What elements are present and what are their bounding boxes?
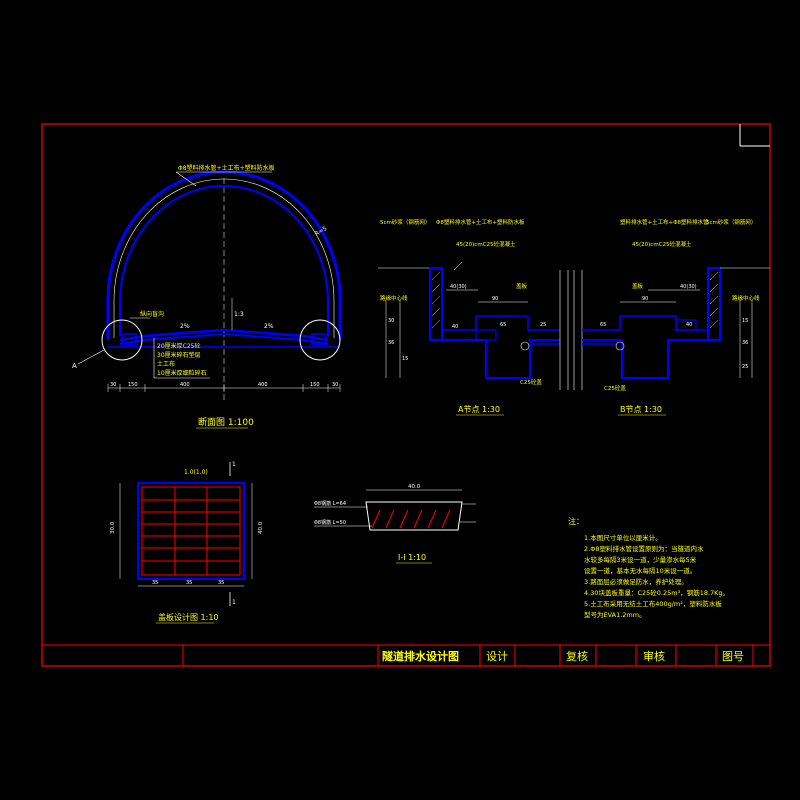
cover-plate-title: 盖板设计图 1:10 (158, 612, 219, 622)
db-dim-6: 15 (742, 318, 748, 324)
center-dim: 1:3 (234, 311, 244, 318)
db-dim-4: 40 (686, 322, 692, 328)
section-radius-label: R=5 (314, 225, 329, 238)
da-dim-3: 40 (452, 324, 458, 330)
cp-dim-1: 35 (152, 580, 158, 586)
da-dim-2: 90 (492, 296, 498, 302)
da-dim-1: 40(30) (450, 284, 467, 290)
title-block-design: 设计 (486, 650, 508, 663)
section-11-title: I-I 1:10 (398, 553, 426, 562)
note-line-5: 3.路面层必须做足防水，养护处理。 (584, 577, 688, 586)
inner-lining (119, 185, 329, 336)
db-dim-3: 65 (600, 322, 606, 328)
dim-b-3: 400 (180, 382, 190, 388)
notes: 注： 1.本图尺寸单位以厘米计。 2.Φ8塑料排水管设置原则为：当隧道内水 水较… (568, 516, 729, 619)
dim-b-4: 400 (258, 382, 268, 388)
notes-heading: 注： (568, 516, 584, 526)
db-dim-7: 25 (742, 364, 748, 370)
title-block: 隧道排水设计图 设计 复核 审核 图号 (382, 649, 744, 663)
detail-label-a: A (72, 362, 77, 370)
note-line-7: 5.土工布采用无纺土工布400g/m²，塑料防水板 (584, 599, 722, 608)
da-dim-5: 36 (388, 340, 394, 346)
db-dim-5: 36 (742, 340, 748, 346)
detail-circle-a (101, 319, 143, 361)
layer-2: 30厘米碎石垫层 (157, 351, 201, 359)
s11-label-b: Φ8钢筋 L=50 (314, 519, 346, 526)
section-mark-top: 1 (232, 461, 236, 468)
tunnel-section: A Φ8塑料排水管+土工布+塑料防水板 R=5 纵向盲沟 20厘米厚C25砼 3… (72, 164, 342, 429)
detail-b-title: B节点 1:30 (620, 405, 662, 414)
da-dim-8: 25 (540, 322, 546, 328)
cp-label-top: 1.0(1.0) (184, 469, 208, 476)
drawing-frame (41, 123, 771, 667)
slope-left: 2% (180, 323, 190, 330)
cp-dim-3: 35 (218, 580, 224, 586)
db-label-3: 45(20)cmC25砼混凝土 (632, 240, 692, 248)
da-label-4: 路缘中心线 (380, 294, 408, 302)
dim-b-5: 150 (310, 382, 320, 388)
da-label-6: C25砼盖 (520, 378, 542, 386)
da-label-1: 5cm砂浆（钢筋网） (380, 218, 430, 226)
note-line-4: 设置一道，基本无水每隔10米设一道。 (584, 566, 696, 575)
note-line-8: 型号为EVA1.2mm。 (584, 610, 646, 619)
detail-a-title: A节点 1:30 (458, 405, 500, 414)
cp-label-right: 40.0 (258, 521, 264, 534)
db-label-4: 盖板 (632, 282, 644, 290)
dim-b-1: 30 (110, 382, 116, 388)
db-label-2: 5cm砂浆（钢筋网） (706, 218, 756, 226)
db-dim-2: 90 (642, 296, 648, 302)
cover-plate: 1 1 1.0(1.0) 30.0 40.0 35 35 35 盖板设计图 1:… (110, 461, 264, 624)
s11-dim-top: 40.0 (408, 484, 421, 490)
cp-dim-2: 35 (186, 580, 192, 586)
detail-a: 5cm砂浆（钢筋网） Φ8塑料排水管+土工布+塑料防水板 45(20)cmC25… (378, 218, 569, 416)
section-title: 断面图 1:100 (198, 416, 254, 428)
drain-note: 纵向盲沟 (140, 310, 164, 318)
da-label-3: 45(20)cmC25砼混凝土 (456, 240, 516, 248)
cp-label-left: 30.0 (110, 521, 116, 534)
db-label-5: 路缘中心线 (732, 294, 760, 302)
layer-4: 10厘米厚细粒碎石 (157, 369, 207, 377)
layer-1: 20厘米厚C25砼 (157, 342, 200, 350)
drawing-title: 隧道排水设计图 (382, 649, 459, 663)
section-top-label: Φ8塑料排水管+土工布+塑料防水板 (178, 164, 275, 172)
title-block-drawing-no: 图号 (722, 650, 744, 663)
title-block-check: 复核 (566, 649, 588, 663)
detail-b: 塑料排水管+土工布+Φ8塑料排水管 5cm砂浆（钢筋网） 45(20)cmC25… (573, 218, 770, 416)
da-label-2: Φ8塑料排水管+土工布+塑料防水板 (436, 218, 525, 226)
da-dim-6: 15 (402, 356, 408, 362)
dim-b-2: 150 (128, 382, 138, 388)
title-block-review: 审核 (643, 649, 665, 663)
note-line-2: 2.Φ8塑料排水管设置原则为：当隧道内水 (584, 544, 704, 553)
db-label-6: C25砼盖 (604, 384, 626, 392)
db-dim-1: 40(30) (680, 284, 697, 290)
note-line-3: 水较多每隔3米设一道，少量渗水每5米 (584, 555, 697, 564)
note-line-1: 1.本图尺寸单位以厘米计。 (584, 533, 662, 542)
da-dim-7: 65 (500, 322, 506, 328)
detail-circle-b (299, 319, 341, 361)
section-11: 40.0 Φ8钢筋 L=64 Φ8钢筋 L=50 I-I 1:10 (314, 484, 476, 564)
da-dim-4: 30 (388, 318, 394, 324)
note-line-6: 4.30块盖板重量：C25砼0.25m³，钢筋18.7Kg。 (584, 588, 729, 597)
da-label-5: 盖板 (516, 282, 528, 290)
section-mark-bottom: 1 (232, 599, 236, 606)
db-label-1: 塑料排水管+土工布+Φ8塑料排水管 (620, 218, 709, 226)
slope-right: 2% (264, 323, 274, 330)
s11-label-a: Φ8钢筋 L=64 (314, 500, 346, 507)
dim-b-6: 30 (332, 382, 338, 388)
layer-3: 土工布 (157, 360, 175, 368)
